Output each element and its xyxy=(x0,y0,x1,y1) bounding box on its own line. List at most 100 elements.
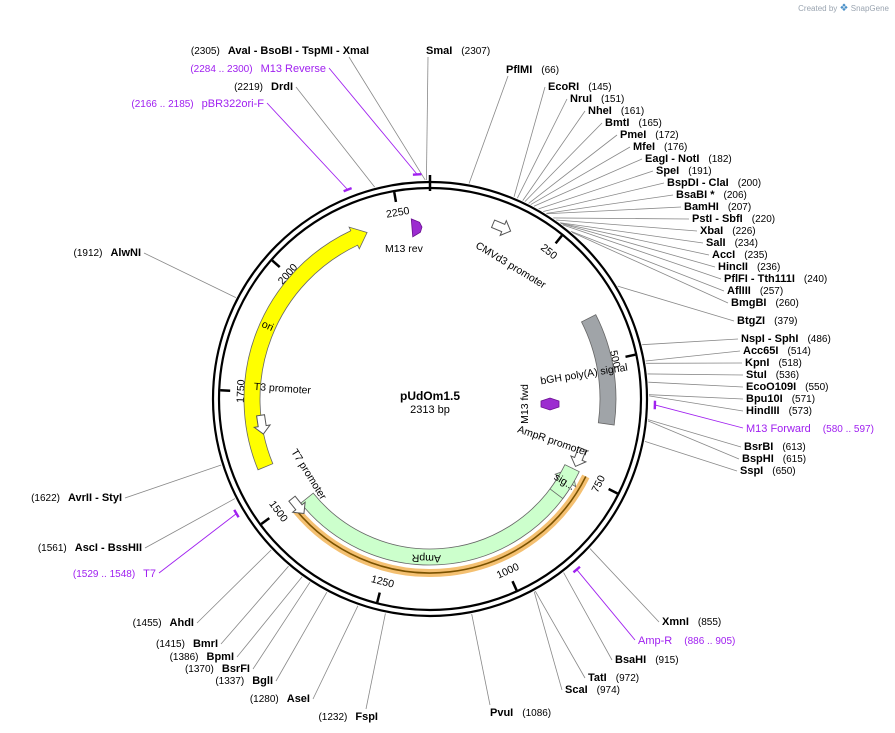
site-position: (1337) xyxy=(215,676,244,687)
site-position: (206) xyxy=(724,190,747,201)
site-position: (200) xyxy=(738,178,761,189)
site-position: (1086) xyxy=(522,708,551,719)
site-name: EcoO109I xyxy=(746,381,796,393)
site-name: XmnI xyxy=(662,616,689,628)
label-leader-line xyxy=(647,373,744,376)
site-position: (486) xyxy=(807,334,830,345)
feature-label: ori xyxy=(260,318,276,334)
site-label: Bpu10I(571) xyxy=(746,393,815,405)
site-label: EcoO109I(550) xyxy=(746,381,829,393)
site-label: AseI(1280) xyxy=(250,693,310,705)
site-label: HindIII(573) xyxy=(746,405,812,417)
label-leader-line xyxy=(534,590,586,679)
site-label: KpnI(518) xyxy=(745,357,802,369)
site-position: (1280) xyxy=(250,694,279,705)
label-leader-line xyxy=(648,394,744,400)
tick-mark xyxy=(511,580,518,591)
tick-mark xyxy=(260,517,271,526)
site-name: SalI xyxy=(706,237,726,249)
plasmid-center-title: pUdOm1.5 2313 bp xyxy=(400,389,460,416)
label-leader-line xyxy=(312,605,359,700)
tick-label: 2250 xyxy=(385,205,410,221)
site-name: BamHI xyxy=(684,201,719,213)
site-label: AlwNI (1912) xyxy=(74,247,141,259)
primer-label: M13 Forward(580 .. 597) xyxy=(746,423,874,435)
primer-range: (580 .. 597) xyxy=(823,424,874,435)
site-name: PflFI - Tth111I xyxy=(724,273,795,285)
site-name: AlwNI xyxy=(110,247,141,259)
site-name: BsaHI xyxy=(615,654,646,666)
site-label: PflFI - Tth111I(240) xyxy=(724,273,827,285)
site-label: EcoRI(145) xyxy=(548,81,612,93)
site-label: BsrFI (1370) xyxy=(185,663,250,675)
tick-mark xyxy=(625,353,636,359)
label-leader-line xyxy=(365,613,386,710)
site-name: KpnI xyxy=(745,357,769,369)
label-leader-line xyxy=(559,222,704,244)
label-leader-line xyxy=(275,591,328,682)
site-name: TatI xyxy=(588,672,607,684)
label-leader-line xyxy=(468,75,509,184)
site-label: SspI(650) xyxy=(740,465,796,477)
label-leader-line xyxy=(252,581,311,670)
site-position: (1232) xyxy=(318,712,347,723)
site-name: SmaI xyxy=(426,45,452,57)
site-name: BglI xyxy=(252,675,273,687)
site-position: (1912) xyxy=(74,248,103,259)
site-position: (151) xyxy=(601,94,624,105)
site-label: EagI - NotI(182) xyxy=(645,153,732,165)
site-name: PstI - SbfI xyxy=(692,213,743,225)
label-leader-line xyxy=(220,565,289,645)
site-label: BsaHI (915) xyxy=(615,654,679,666)
site-label: PflMI(66) xyxy=(506,64,559,76)
label-leader-line xyxy=(528,134,618,204)
label-leader-line xyxy=(236,576,303,658)
tick-label: 250 xyxy=(538,242,559,262)
site-name: BsrBI xyxy=(744,441,773,453)
feature-label: AmpR xyxy=(411,552,441,565)
site-position: (972) xyxy=(616,673,639,684)
primer-label: T7(1529 .. 1548) xyxy=(73,568,156,580)
feature-sig- xyxy=(549,464,580,500)
ampr-highlight-core xyxy=(295,476,587,574)
site-position: (1622) xyxy=(31,493,60,504)
site-name: BsrFI xyxy=(222,663,250,675)
primer-leader-line xyxy=(576,569,636,641)
site-position: (1415) xyxy=(156,639,185,650)
tick-label: 750 xyxy=(589,473,608,494)
primer-leader-line xyxy=(266,102,348,190)
label-leader-line xyxy=(546,194,674,214)
tick-label: 1250 xyxy=(370,573,396,591)
label-leader-line xyxy=(538,170,654,210)
primer-name: M13 Reverse xyxy=(261,63,326,75)
label-leader-line xyxy=(648,395,744,412)
site-name: Acc65I xyxy=(743,345,778,357)
site-position: (615) xyxy=(783,454,806,465)
site-position: (1386) xyxy=(170,652,199,663)
primer-label: pBR322ori-F(2166 .. 2185) xyxy=(131,98,264,110)
promoter-arrow-icon xyxy=(288,495,306,515)
site-label: TatI (972) xyxy=(588,672,639,684)
label-leader-line xyxy=(570,230,725,292)
site-label: BmrI(1415) xyxy=(156,638,218,650)
site-name: NruI xyxy=(570,93,592,105)
site-name: BspHI xyxy=(742,453,774,465)
site-label: AvrII - StyI(1622) xyxy=(31,492,122,504)
primer-name: T7 xyxy=(143,568,156,580)
site-position: (191) xyxy=(688,166,711,177)
site-label: NheI(161) xyxy=(588,105,644,117)
site-label: SmaI(2307) xyxy=(426,45,490,57)
primer-range: (886 .. 905) xyxy=(684,636,735,647)
label-leader-line xyxy=(348,56,426,181)
primer-range: (2166 .. 2185) xyxy=(131,99,193,110)
m13-rev-label: M13 rev xyxy=(385,243,424,255)
label-leader-line xyxy=(524,122,603,202)
primer-leader-line xyxy=(158,513,237,574)
credit-brand: SnapGene xyxy=(850,4,889,13)
site-position: (172) xyxy=(655,130,678,141)
site-position: (2219) xyxy=(234,82,263,93)
site-position: (1370) xyxy=(185,664,214,675)
snapgene-credit: Created by ❖ SnapGene xyxy=(798,3,889,14)
site-position: (915) xyxy=(655,655,678,666)
promoter-arrow-icon xyxy=(569,446,588,468)
